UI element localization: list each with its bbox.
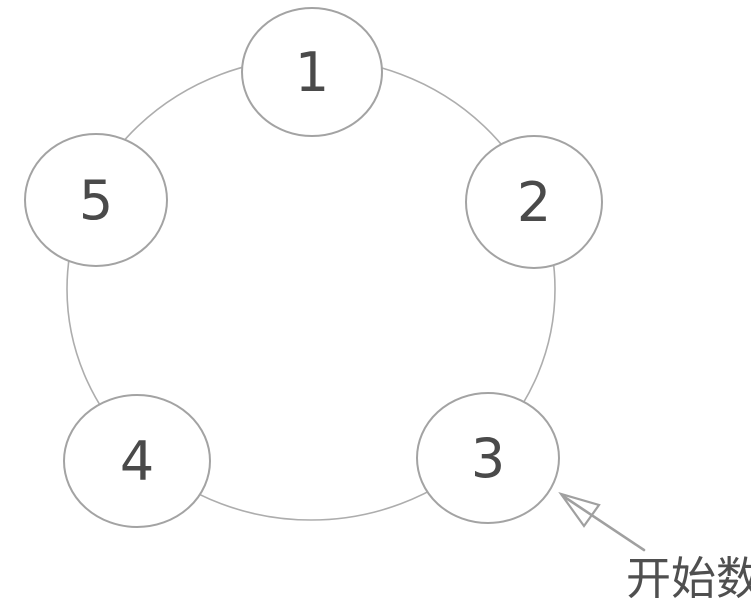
- node-1-circle: [241, 7, 383, 137]
- node-5-circle: [24, 133, 168, 267]
- node-2-label: 2: [517, 171, 551, 234]
- annotation-arrow: [558, 492, 646, 552]
- arrow-head-icon: [558, 492, 601, 528]
- node-1-label: 1: [295, 41, 329, 104]
- node-2-circle: [465, 135, 603, 269]
- node-4-label: 4: [120, 430, 154, 493]
- node-5-label: 5: [79, 169, 113, 232]
- node-4-circle: [63, 394, 211, 528]
- node-3-label: 3: [471, 427, 505, 490]
- node-4: 4: [63, 394, 211, 528]
- node-1: 1: [241, 7, 383, 137]
- node-5: 5: [24, 133, 168, 267]
- node-2: 2: [465, 135, 603, 269]
- node-3: 3: [416, 392, 560, 524]
- arrow-shaft: [561, 494, 646, 552]
- annotation-start-label: 开始数: [626, 552, 751, 603]
- node-3-circle: [416, 392, 560, 524]
